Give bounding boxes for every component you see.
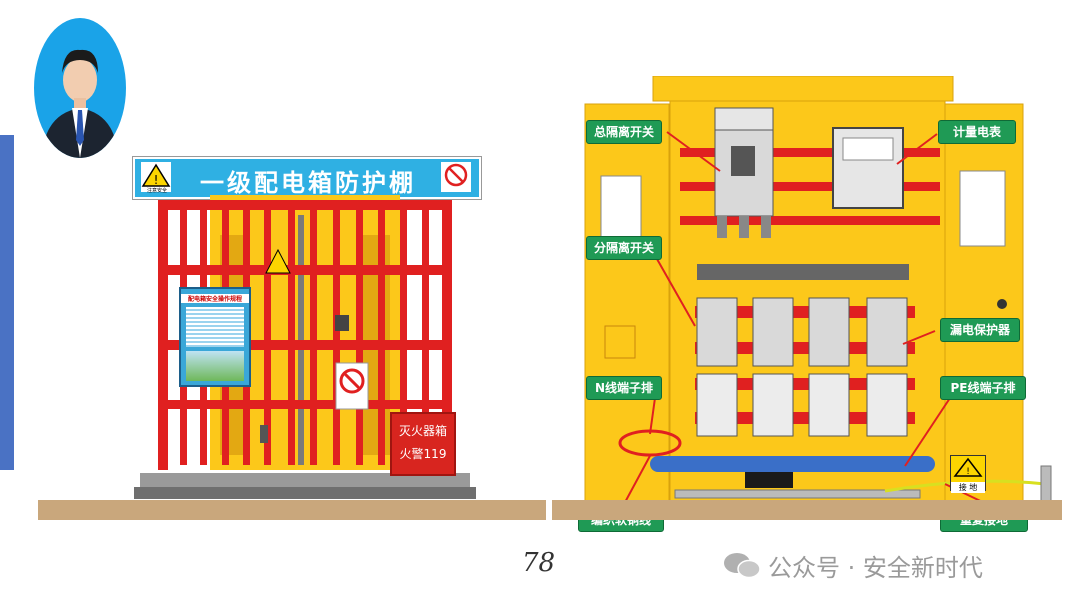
wechat-icon: [722, 550, 762, 580]
shelter-sign-title: 一级配电箱防护棚: [200, 168, 416, 197]
svg-text:!: !: [966, 467, 970, 477]
ground-warning-icon: ! 接 地: [950, 455, 986, 493]
callout-energy-meter: 计量电表: [938, 120, 1016, 144]
callout-leakage-protector: 漏电保护器: [940, 318, 1020, 342]
callout-main-isolation-switch: 总隔离开关: [586, 120, 662, 144]
fire-extinguisher-box: 灭火器箱 火警119: [390, 412, 456, 476]
watermark-text: 公众号 · 安全新时代: [768, 554, 983, 582]
left-accent-bar: [0, 135, 14, 470]
ground-strip-right: [552, 500, 1062, 520]
no-touch-icon: [441, 162, 471, 192]
notice-board: 配电箱安全操作规程: [179, 287, 251, 387]
svg-text:!: !: [154, 173, 159, 187]
extinguisher-box-label: 灭火器箱: [398, 424, 447, 438]
fire-alarm-number: 火警119: [399, 447, 447, 461]
callout-pe-terminal-bar: PE线端子排: [940, 376, 1026, 400]
callout-branch-isolation-switch: 分隔离开关: [586, 236, 662, 260]
warning-icon: !: [141, 162, 171, 192]
sign-left-caption: 注意安全: [146, 188, 167, 194]
notice-board-title: 配电箱安全操作规程: [181, 294, 249, 303]
shelter-sign: ! 注意安全 一级配电箱防护棚: [133, 157, 481, 199]
page-number: 78: [522, 548, 556, 578]
ground-mark-label: 接 地: [951, 482, 985, 493]
ground-strip-left: [38, 500, 546, 520]
callout-n-terminal-bar: N线端子排: [586, 376, 662, 400]
presenter-portrait: [34, 18, 126, 158]
